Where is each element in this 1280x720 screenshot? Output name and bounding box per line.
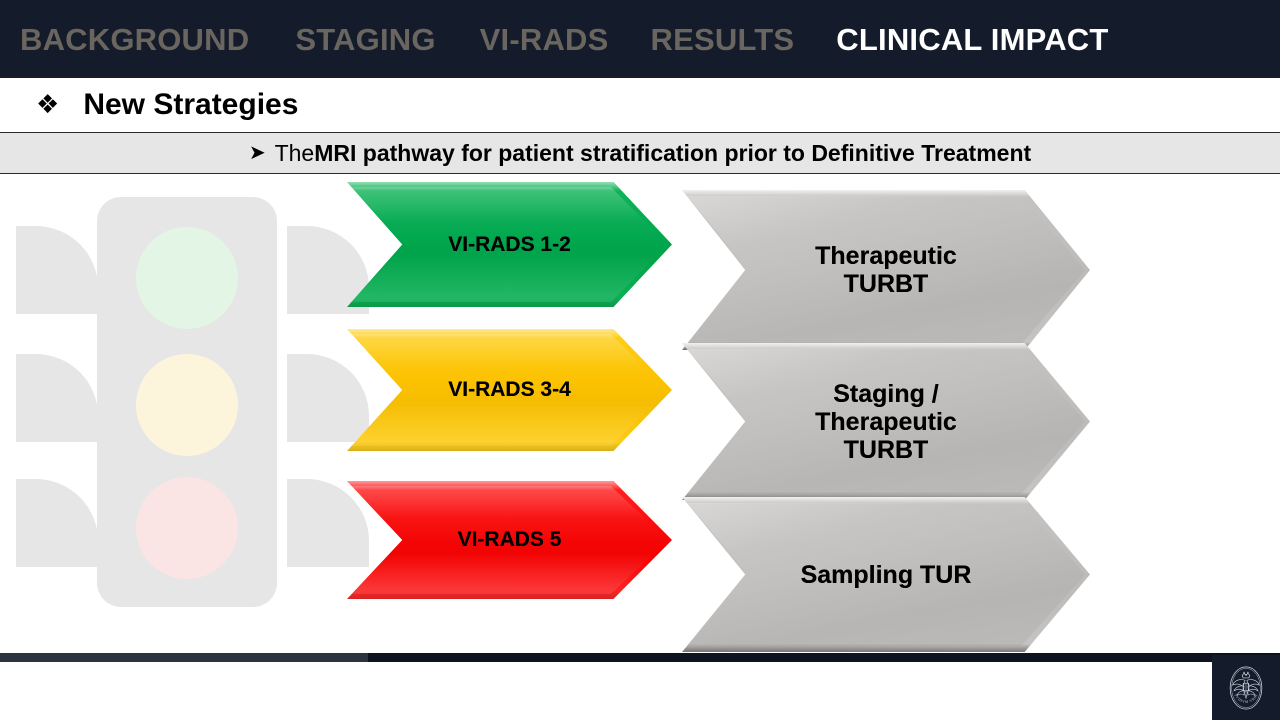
- chevron-staging-therapeutic-turbt[interactable]: Staging / Therapeutic TURBT: [682, 343, 1090, 500]
- chevron-vi-rads-1-2[interactable]: VI-RADS 1-2: [347, 182, 672, 307]
- nav-item-vi-rads[interactable]: VI-RADS: [479, 21, 609, 57]
- nav-item-clinical-impact[interactable]: CLINICAL IMPACT: [836, 21, 1109, 57]
- pathway-flow-diagram: VI-RADS 1-2 Therapeutic TURBT VI-RADS 3-…: [0, 182, 1280, 652]
- traffic-light-lamp-red: [136, 477, 238, 579]
- treatment-line-2: Therapeutic: [815, 407, 957, 436]
- chevron-label-staging-therapeutic-turbt: Staging / Therapeutic TURBT: [815, 380, 957, 464]
- chevron-label-vi-rads-3-4: VI-RADS 3-4: [448, 378, 571, 402]
- traffic-light-lamp-green: [136, 227, 238, 329]
- treatment-line-1: Therapeutic: [815, 242, 957, 270]
- crest-icon: STVDIVM VRBIS: [1222, 664, 1263, 710]
- treatment-line-2: TURBT: [843, 270, 929, 298]
- chevron-label-vi-rads-5: VI-RADS 5: [457, 528, 562, 552]
- page-title: New Strategies: [83, 88, 299, 121]
- university-crest-logo: STVDIVM VRBIS: [1212, 655, 1280, 720]
- section-heading: ❖ New Strategies: [0, 80, 1280, 130]
- traffic-light-lamp-yellow: [136, 354, 238, 456]
- chevron-label-vi-rads-1-2: VI-RADS 1-2: [448, 232, 571, 256]
- subtitle-banner: ➤ The MRI pathway for patient stratifica…: [0, 132, 1280, 174]
- nav-item-background[interactable]: BACKGROUND: [20, 21, 250, 57]
- subtitle-emphasis-text: MRI pathway for patient stratification p…: [314, 139, 1032, 166]
- chevron-label-therapeutic-turbt: Therapeutic TURBT: [815, 242, 957, 298]
- chevron-therapeutic-turbt[interactable]: Therapeutic TURBT: [682, 190, 1090, 350]
- treatment-line-1: Staging /: [833, 379, 939, 408]
- subtitle-lead-text: The: [274, 139, 315, 166]
- traffic-light-icon: [8, 182, 369, 622]
- chevron-label-sampling-tur: Sampling TUR: [800, 560, 972, 589]
- arrow-right-icon: ➤: [248, 142, 266, 164]
- chevron-sampling-tur[interactable]: Sampling TUR: [682, 497, 1090, 652]
- nav-item-staging[interactable]: STAGING: [295, 21, 436, 57]
- nav-item-results[interactable]: RESULTS: [650, 21, 795, 57]
- treatment-line-3: TURBT: [843, 435, 929, 464]
- diamond-bullet-icon: ❖: [36, 89, 60, 119]
- chevron-vi-rads-3-4[interactable]: VI-RADS 3-4: [347, 329, 672, 451]
- footer-rule-right-segment: [368, 653, 1280, 662]
- top-navigation-bar: BACKGROUND STAGING VI-RADS RESULTS CLINI…: [0, 0, 1280, 78]
- footer-rule-left-segment: [0, 653, 368, 662]
- chevron-vi-rads-5[interactable]: VI-RADS 5: [347, 481, 672, 599]
